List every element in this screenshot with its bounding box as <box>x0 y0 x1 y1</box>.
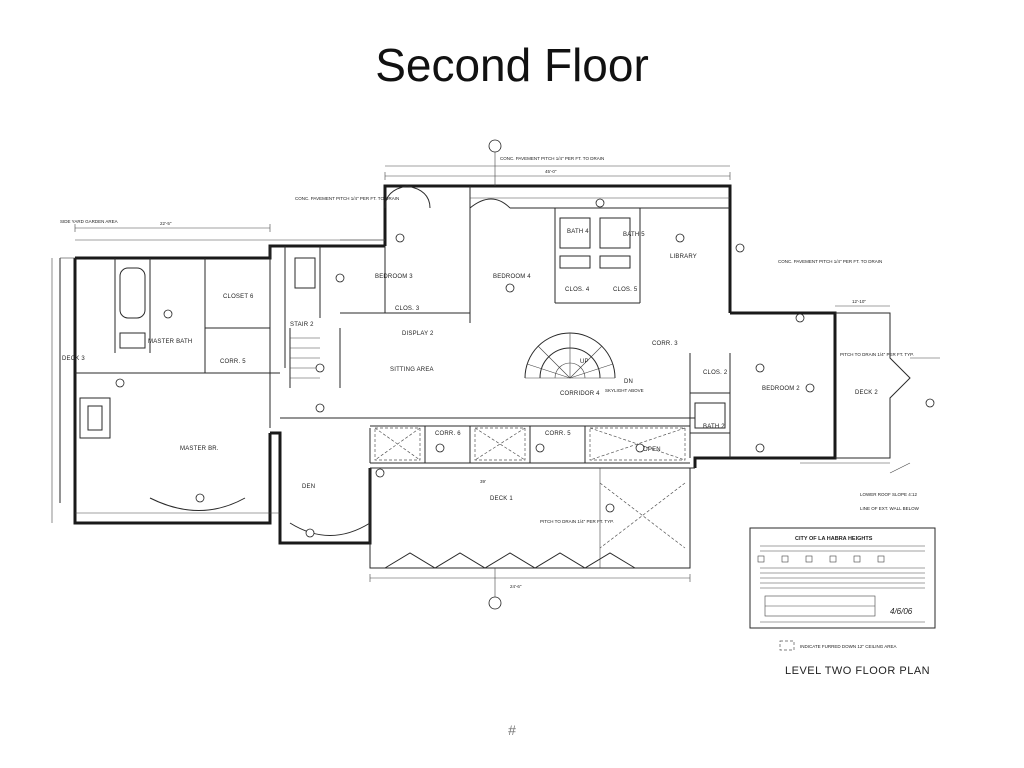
room-bedroom-3: BEDROOM 3 <box>375 274 413 280</box>
room-closet-6: CLOSET 6 <box>223 294 254 300</box>
note-conc-pavement-1: CONC. PAVEMENT PITCH 1/4" PER FT. TO DRA… <box>500 156 604 161</box>
room-den: DEN <box>302 484 315 490</box>
exterior-walls <box>73 184 837 569</box>
dimension-lines <box>51 165 890 582</box>
room-labels: CLOSET 6 MASTER BATH CORR. 5 DECK 3 MAST… <box>62 229 878 502</box>
room-library: LIBRARY <box>670 254 697 260</box>
room-open: OPEN <box>643 447 661 453</box>
stamp-title: CITY OF LA HABRA HEIGHTS <box>795 536 873 542</box>
legend-furred-ceiling: INDICATE FURRED DOWN 12" CEILING AREA <box>800 644 897 649</box>
dim-right-width: 12'-10" <box>852 299 866 304</box>
page-number-placeholder: # <box>508 722 516 738</box>
approval-stamp: CITY OF LA HABRA HEIGHTS 4/6/06 <box>749 527 936 629</box>
room-master-br: MASTER BR. <box>180 446 219 452</box>
dim-deck1-depth: 39' <box>480 479 486 484</box>
room-corr-3: CORR. 3 <box>652 341 678 347</box>
plan-title: LEVEL TWO FLOOR PLAN <box>785 665 930 677</box>
note-side-yard: SIDE YARD GARDEN AREA <box>60 219 118 224</box>
room-corr-5a: CORR. 5 <box>220 359 246 365</box>
room-bath-5: BATH 5 <box>623 232 645 238</box>
dim-top-overall: 45'-0" <box>545 169 557 174</box>
room-sitting-area: SITTING AREA <box>390 367 434 373</box>
room-bath-4: BATH 4 <box>567 229 589 235</box>
room-clos-2: CLOS. 2 <box>703 370 728 376</box>
note-skylight: SKYLIGHT ABOVE <box>605 388 644 393</box>
room-clos-3: CLOS. 3 <box>395 306 420 312</box>
room-corr-6: CORR. 6 <box>435 431 461 437</box>
curved-features <box>149 185 616 536</box>
plan-legend: INDICATE FURRED DOWN 12" CEILING AREA LE… <box>779 640 930 677</box>
room-clos-4: CLOS. 4 <box>565 287 590 293</box>
room-deck-3: DECK 3 <box>62 356 85 362</box>
slide-title: Second Floor <box>375 39 649 91</box>
note-conc-pavement-3: CONC. PAVEMENT PITCH 1/4" PER FT. TO DRA… <box>778 259 882 264</box>
room-stair-2: STAIR 2 <box>290 322 314 328</box>
note-line-of-wall: LINE OF EXT. WALL BELOW <box>860 506 920 511</box>
room-corridor-4: CORRIDOR 4 <box>560 391 600 397</box>
room-bath-2: BATH 2 <box>703 424 725 430</box>
room-clos-5: CLOS. 5 <box>613 287 638 293</box>
stamp-date: 4/6/06 <box>890 607 913 616</box>
room-deck-1: DECK 1 <box>490 496 513 502</box>
room-bedroom-4: BEDROOM 4 <box>493 274 531 280</box>
note-pitch-deck-1: PITCH TO DRAIN 1/4" PER FT. TYP. <box>540 519 614 524</box>
note-pitch-deck-2: PITCH TO DRAIN 1/4" PER FT. TYP. <box>840 352 914 357</box>
room-master-bath: MASTER BATH <box>148 339 192 345</box>
dimension-labels: 45'-0" 22'-5" 24'-6" 39' 12'-10" <box>160 169 866 589</box>
room-dn: DN <box>624 379 633 385</box>
note-lower-roof: LOWER ROOF SLOPE 4:12 <box>860 492 918 497</box>
room-bedroom-2: BEDROOM 2 <box>762 386 800 392</box>
room-display-2: DISPLAY 2 <box>402 331 434 337</box>
room-up: UP <box>580 359 589 365</box>
note-conc-pavement-2: CONC. PAVEMENT PITCH 1/4" PER FT. TO DRA… <box>295 196 399 201</box>
room-deck-2: DECK 2 <box>855 390 878 396</box>
fixtures <box>59 217 940 569</box>
plan-notes: SIDE YARD GARDEN AREA CONC. PAVEMENT PIT… <box>60 156 920 524</box>
section-markers <box>115 139 935 610</box>
interior-walls <box>75 186 731 464</box>
floor-plan-drawing: CLOSET 6 MASTER BATH CORR. 5 DECK 3 MAST… <box>51 139 940 677</box>
dim-top-left: 22'-5" <box>160 221 172 226</box>
dim-deck1-width: 24'-6" <box>510 584 522 589</box>
room-corr-5b: CORR. 5 <box>545 431 571 437</box>
